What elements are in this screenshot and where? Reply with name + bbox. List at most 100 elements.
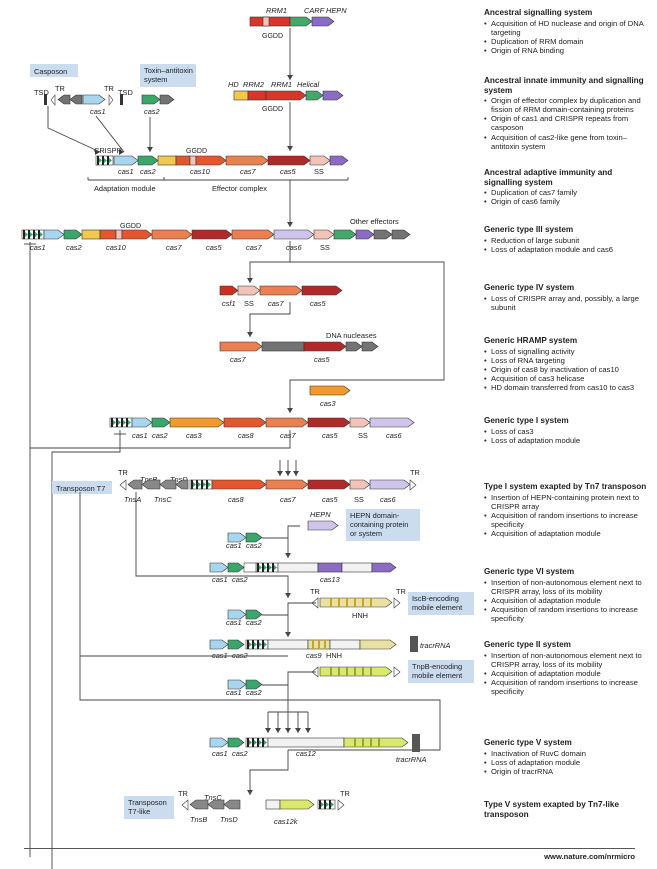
gene-label: cas1: [226, 688, 242, 697]
ss-gene: [313, 229, 335, 240]
stage-bullet: Acquisition of cas2-like gene from toxin…: [484, 133, 652, 151]
crispr-repeat: [201, 480, 203, 489]
gene-label: cas8: [238, 431, 255, 440]
lineage-line: [287, 671, 316, 685]
arrowhead: [247, 332, 253, 337]
crispr-repeat: [116, 418, 118, 427]
crispr-repeat: [319, 800, 321, 809]
gene-label: cas1: [90, 107, 106, 116]
gene-label: tracrRNA: [396, 755, 426, 764]
crispr-repeat: [252, 738, 254, 747]
tracrrna-block: [410, 636, 418, 652]
stage-bullet: Acquisition of cas3 helicase: [484, 374, 652, 383]
crispr-repeat: [191, 480, 193, 489]
gene-label: Other effectors: [350, 217, 399, 226]
stage-bullet: Origin of tracrRNA: [484, 767, 652, 776]
stage-bullet: Acquisition of random insertions to incr…: [484, 678, 652, 696]
gene-label: SS: [320, 243, 330, 252]
lineage-line: [135, 492, 289, 598]
tr-marker: [409, 479, 417, 491]
cas9-block: [329, 639, 361, 650]
gene-label: SS: [358, 431, 368, 440]
stage-bullets: Duplication of cas7 familyOrigin of cas6…: [484, 188, 652, 206]
crispr-repeat: [121, 418, 123, 427]
cas2-gene: [151, 417, 171, 428]
tnsd-gene: [175, 479, 189, 490]
gene-label: HNH: [352, 611, 368, 620]
tr-marker: [181, 799, 189, 811]
ss-gene: [349, 417, 371, 428]
crispr-repeat: [267, 563, 269, 572]
gene-label: cas5: [322, 495, 339, 504]
crispr-repeat: [247, 738, 249, 747]
crispr-spacer: [203, 482, 206, 487]
stage-title: Ancestral signalling system: [484, 8, 593, 17]
gene-label: cas2: [66, 243, 82, 252]
gray-gene: [391, 229, 411, 240]
stage-5: Generic type IV systemLoss of CRISPR arr…: [484, 283, 652, 312]
gene-label: SS: [244, 299, 254, 308]
cas12-gene: [343, 737, 409, 748]
gene-label: csf1: [222, 299, 236, 308]
stage-bullet: Loss of adaptation module: [484, 436, 652, 445]
gene-label: cas2: [232, 575, 248, 584]
crispr-spacer: [198, 482, 201, 487]
transposon-t7-callout-label: Transposon T7: [56, 484, 105, 493]
arrowhead: [147, 147, 153, 152]
crispr-repeat: [257, 738, 259, 747]
cas2-gene: [245, 679, 263, 690]
stage-11: Generic type V systemInactivation of Ruv…: [484, 738, 652, 776]
gene-label: cas2: [246, 541, 262, 550]
crispr-repeat: [126, 418, 128, 427]
gene-label: cas2: [246, 618, 262, 627]
gene-label: TSD: [34, 88, 49, 97]
rrm1-domain: [265, 90, 307, 101]
cas2-gene: [227, 737, 245, 748]
crispr-spacer: [274, 565, 277, 570]
cas1-gene: [227, 532, 247, 543]
stage-bullet: Loss of RNA targeting: [484, 356, 652, 365]
stage-bullet: HD domain transferred from cas10 to cas3: [484, 383, 652, 392]
tnsb-gene: [189, 799, 209, 810]
crispr-spacer: [331, 802, 334, 807]
gene-label: cas7: [240, 167, 257, 176]
callout-line: HEPN domain-: [350, 511, 400, 520]
crispr-repeat: [252, 640, 254, 649]
lineage-line: [47, 106, 101, 153]
stage-6: Generic HRAMP systemLoss of signalling a…: [484, 336, 652, 392]
gene-label: cas5: [280, 167, 297, 176]
callout-line: mobile element: [412, 671, 462, 680]
cas2-gene: [63, 229, 83, 240]
ss-gene: [309, 155, 331, 166]
gray-gene: [361, 341, 379, 352]
lineage-line: [262, 684, 289, 698]
gene-label: Helical: [297, 80, 320, 89]
callout-line: or system: [350, 529, 382, 538]
stage-bullet: Insertion of HEPN-containing protein nex…: [484, 493, 652, 511]
hnh-stripe: [346, 598, 348, 607]
cas6-gene: [273, 229, 315, 240]
crispr-spacer: [123, 420, 126, 425]
gene-label: cas5: [314, 355, 331, 364]
arrowhead: [287, 75, 293, 80]
arrowhead: [293, 471, 299, 476]
crispr-repeat: [97, 156, 99, 165]
lineage-line: [95, 115, 125, 153]
cas7-gene: [231, 229, 275, 240]
cas2-gene: [141, 94, 161, 105]
gray-block: [261, 341, 305, 352]
gene-label: cas7: [268, 299, 285, 308]
arrowhead: [287, 222, 293, 227]
lineage-line: [249, 241, 291, 283]
callout-line: system: [144, 75, 167, 84]
stage-bullet: Loss of CRISPR array and, possibly, a la…: [484, 294, 652, 312]
stage-title: Generic type I system: [484, 416, 569, 425]
hepn-gene: [307, 520, 339, 531]
gene-label: HEPN: [310, 510, 331, 519]
cas5-gene: [307, 479, 351, 490]
crispr-spacer: [249, 642, 252, 647]
